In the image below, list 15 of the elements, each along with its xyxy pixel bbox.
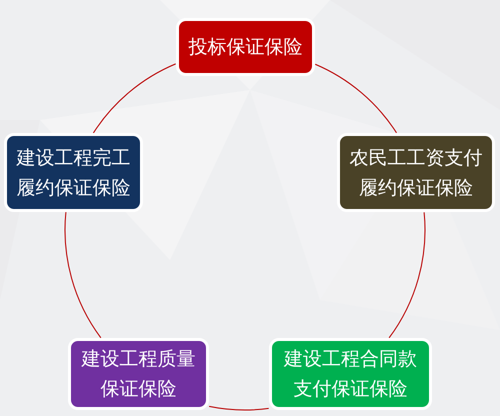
node-label: 建设工程完工履约保证保险 <box>15 146 132 200</box>
node-label: 投标保证保险 <box>188 35 304 60</box>
connector-arc <box>92 63 176 134</box>
connector-arc <box>388 212 426 338</box>
connector-arc <box>314 64 397 134</box>
rounded-box <box>337 133 495 212</box>
rounded-box <box>68 338 209 410</box>
rounded-box <box>269 338 432 410</box>
connector-arc <box>64 212 102 338</box>
rounded-box <box>4 133 143 212</box>
node-label: 农民工工资支付履约保证保险 <box>348 146 484 200</box>
node-label: 建设工程质量保证保险 <box>80 347 196 402</box>
rounded-box <box>176 18 315 76</box>
connector-arc <box>208 406 270 410</box>
node-label: 建设工程合同款支付保证保险 <box>282 347 418 402</box>
